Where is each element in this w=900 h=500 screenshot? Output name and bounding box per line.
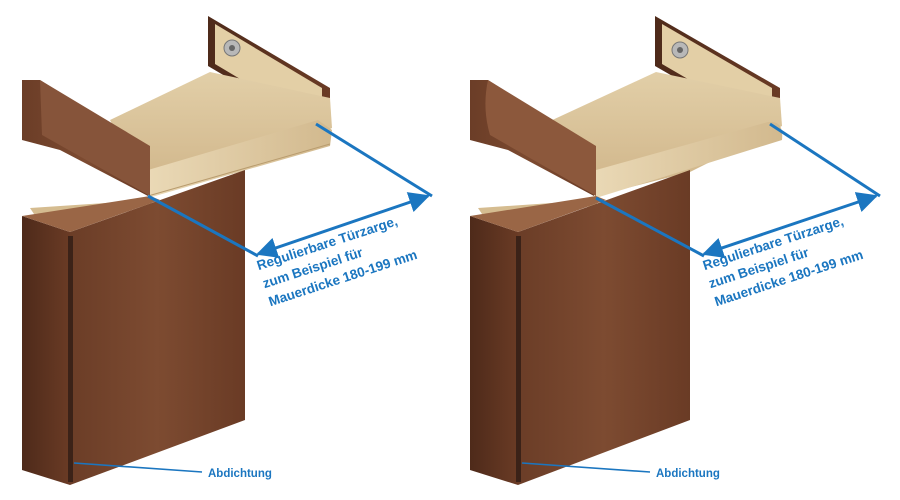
screw-icon <box>223 39 241 57</box>
jamb-side <box>22 216 70 485</box>
dimension-lines <box>73 122 433 473</box>
dimension-lines <box>521 122 881 473</box>
jamb-side-face <box>470 196 606 232</box>
architrave-top-face <box>40 80 150 196</box>
door-leaf <box>518 170 690 485</box>
seal-label: Abdichtung <box>656 468 720 480</box>
mdf-board-edge-rounded <box>591 121 783 198</box>
seal-label: Abdichtung <box>208 468 272 480</box>
mdf-board-top <box>548 72 782 196</box>
architrave-top-face-rounded <box>485 80 596 196</box>
mdf-board-top <box>110 72 332 195</box>
screw-icon <box>671 41 689 59</box>
dimension-arrow <box>256 192 430 258</box>
mdf-board-edge <box>148 120 332 198</box>
frame-variant-right: Regulierbare Türzarge, zum Beispiel für … <box>470 16 881 485</box>
seal-strip <box>516 236 521 482</box>
jamb-side-face <box>22 196 160 232</box>
seal-strip <box>68 236 73 482</box>
door-leaf <box>70 170 245 485</box>
frame-label: Regulierbare Türzarge, zum Beispiel für … <box>701 213 865 309</box>
dimension-arrow <box>702 192 878 258</box>
jamb-side <box>470 216 518 485</box>
frame-variant-left: Regulierbare Türzarge, zum Beispiel für … <box>22 16 433 485</box>
